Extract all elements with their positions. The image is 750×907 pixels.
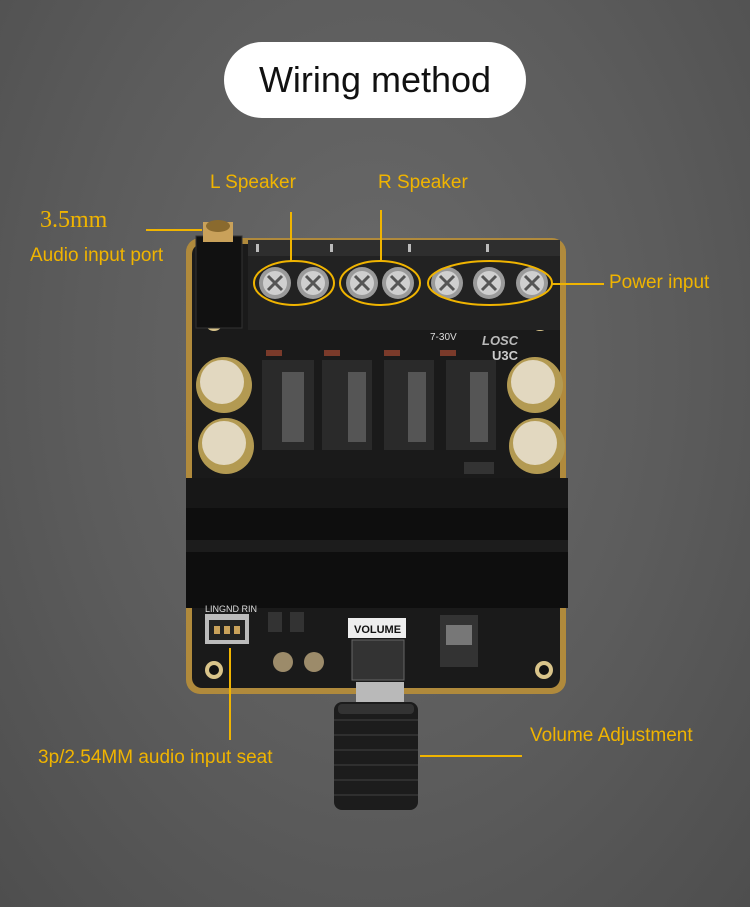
r-speaker-label: R Speaker — [378, 172, 468, 193]
audio-jack-size-label: 3.5mm — [40, 207, 108, 233]
audio-input-port-label: Audio input port — [30, 245, 164, 266]
pot-shaft — [356, 682, 404, 704]
volume-marking: VOLUME — [354, 624, 401, 636]
pin-marking: LINGND RIN — [205, 604, 257, 614]
capacitors — [196, 357, 565, 474]
potentiometer — [351, 639, 405, 681]
volume-adjustment-label: Volume Adjustment — [530, 725, 693, 746]
inductors — [262, 360, 496, 450]
audio-input-seat-label: 3p/2.54MM audio input seat — [38, 747, 273, 768]
volume-line — [420, 755, 522, 757]
title-pill: Wiring method — [224, 42, 526, 118]
brand-marking: LOSC — [482, 333, 519, 348]
audio-port-line — [146, 229, 202, 231]
r-speaker-line — [380, 210, 382, 262]
power-input-label: Power input — [609, 272, 710, 293]
volume-marking-bg — [348, 618, 406, 638]
power-line — [552, 283, 604, 285]
model-marking: U3C — [492, 348, 519, 363]
audio-jack — [195, 235, 243, 329]
voltage-marking: 7-30V — [430, 332, 457, 343]
l-speaker-label: L Speaker — [210, 172, 296, 193]
volume-knob — [334, 702, 418, 810]
l-speaker-line — [290, 212, 292, 262]
page-title: Wiring method — [258, 59, 492, 100]
seat-line — [229, 648, 231, 740]
